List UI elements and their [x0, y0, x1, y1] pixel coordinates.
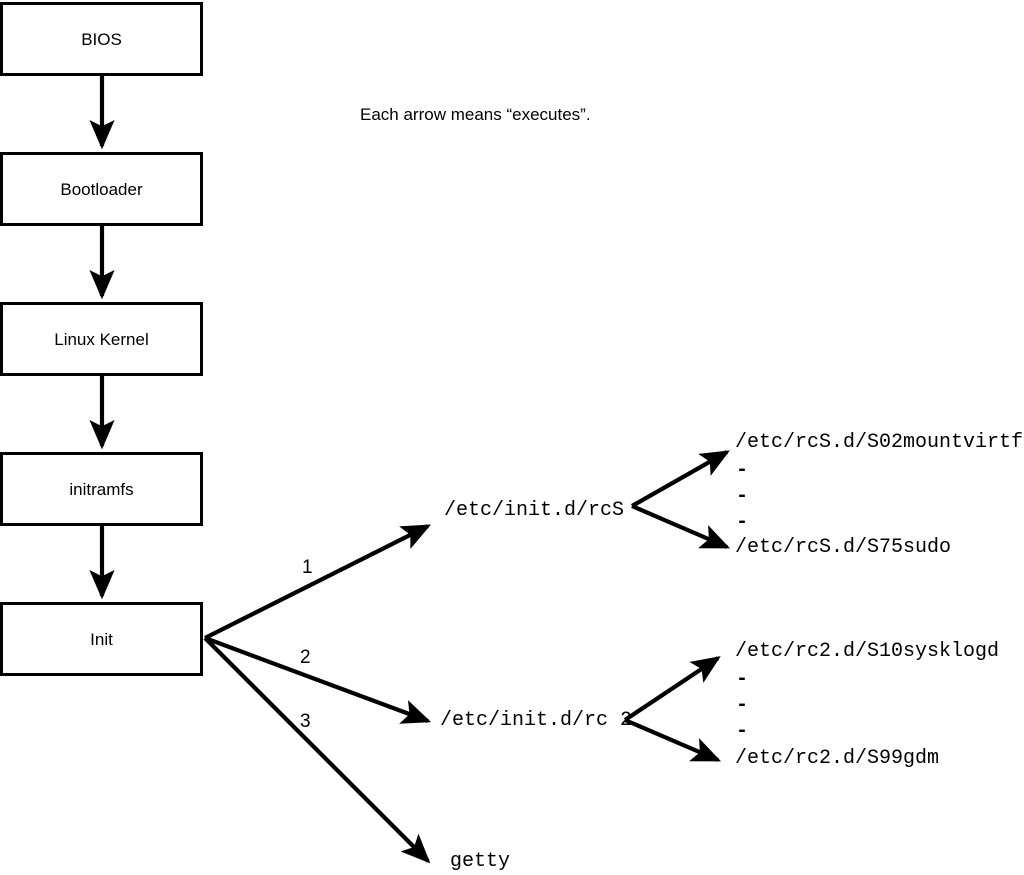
node-rc2-script[interactable]: /etc/init.d/rc 2 — [440, 709, 633, 732]
edge-rcs-to-last-script — [631, 504, 731, 549]
ellipsis-dash-rc2-1: - — [736, 668, 749, 691]
ellipsis-dash-rcs-3: - — [736, 511, 749, 534]
node-init[interactable]: Init — [0, 602, 203, 676]
script-rcs-last[interactable]: /etc/rcS.d/S75sudo — [735, 536, 952, 559]
edge-rc2-to-last-script — [624, 718, 722, 762]
edge-rcs-to-first-script — [630, 450, 730, 508]
node-init-label: Init — [90, 629, 113, 649]
edge-number-2: 2 — [300, 647, 311, 668]
edge-number-3: 3 — [300, 711, 311, 732]
node-linux-kernel-label: Linux Kernel — [54, 329, 149, 349]
edge-rc2-to-first-script — [623, 656, 721, 722]
node-initramfs-label: initramfs — [69, 479, 134, 499]
legend-note: Each arrow means “executes”. — [360, 105, 591, 124]
node-getty[interactable]: getty — [450, 850, 511, 873]
node-bootloader-label: Bootloader — [60, 179, 143, 199]
ellipsis-dash-rc2-3: - — [736, 720, 749, 743]
ellipsis-dash-rcs-1: - — [736, 459, 749, 482]
node-initramfs[interactable]: initramfs — [0, 452, 203, 526]
script-rc2-first[interactable]: /etc/rc2.d/S10sysklogd — [735, 640, 1000, 663]
edge-init-to-rcs — [204, 524, 432, 640]
edge-number-1: 1 — [302, 557, 313, 578]
node-bios[interactable]: BIOS — [0, 2, 203, 76]
script-rcs-first[interactable]: /etc/rcS.d/S02mountvirtfs — [735, 431, 1024, 454]
script-rc2-last[interactable]: /etc/rc2.d/S99gdm — [735, 747, 940, 770]
edge-init-to-rc2 — [204, 636, 432, 724]
node-rcs-script[interactable]: /etc/init.d/rcS — [444, 499, 625, 522]
node-bootloader[interactable]: Bootloader — [0, 152, 203, 226]
ellipsis-dash-rc2-2: - — [736, 694, 749, 717]
ellipsis-dash-rcs-2: - — [736, 485, 749, 508]
edge-init-to-getty — [203, 636, 431, 864]
node-bios-label: BIOS — [81, 29, 122, 49]
node-linux-kernel[interactable]: Linux Kernel — [0, 302, 203, 376]
